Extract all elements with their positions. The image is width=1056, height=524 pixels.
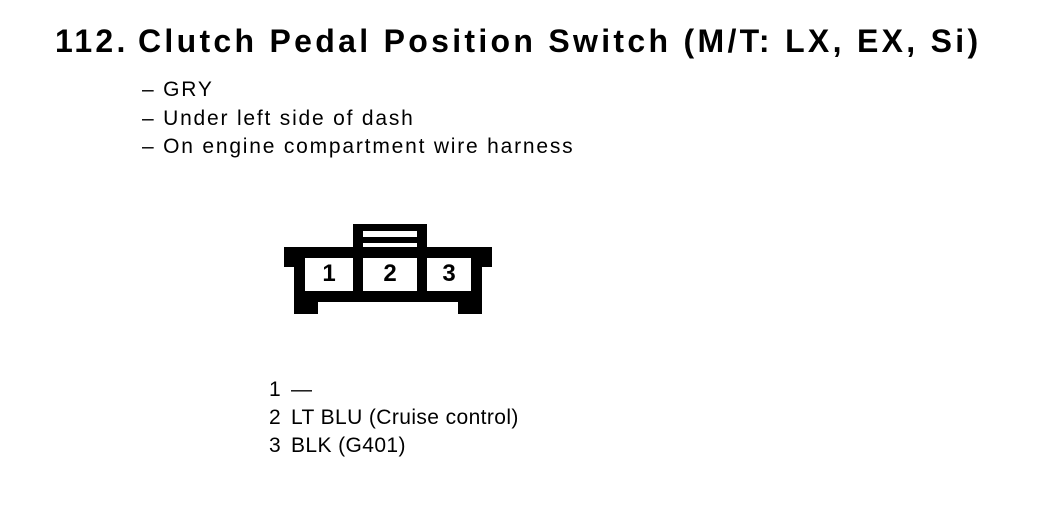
pin-legend-label: — [291, 378, 313, 401]
note-line: – On engine compartment wire harness [142, 135, 575, 158]
pin-number-3: 3 [442, 260, 455, 287]
pin-legend-label: LT BLU (Cruise control) [291, 406, 519, 430]
pin-legend-number: 3 [269, 434, 282, 458]
note-line: – GRY [142, 78, 214, 101]
pin-legend-label: BLK (G401) [291, 434, 406, 458]
page-title: Clutch Pedal Position Switch (M/T: LX, E… [138, 23, 982, 59]
pin-legend-number: 2 [269, 406, 282, 430]
pin-number-1: 1 [322, 260, 335, 287]
pin-number-2: 2 [383, 260, 396, 287]
pin-legend-row: 2 LT BLU (Cruise control) [269, 404, 519, 432]
pin-legend-row: 1— [269, 376, 519, 404]
connector-latch-tab [353, 224, 427, 248]
connector-diagram: 1 2 3 [284, 224, 492, 314]
pin-legend-row: 3 BLK (G401) [269, 432, 519, 460]
section-number: 112. [55, 23, 129, 59]
note-line: – Under left side of dash [142, 106, 415, 130]
pin-legend-number: 1 [269, 378, 282, 401]
location-notes: – GRY – Under left side of dash – On eng… [142, 76, 574, 162]
connector-body-outline [284, 247, 492, 314]
